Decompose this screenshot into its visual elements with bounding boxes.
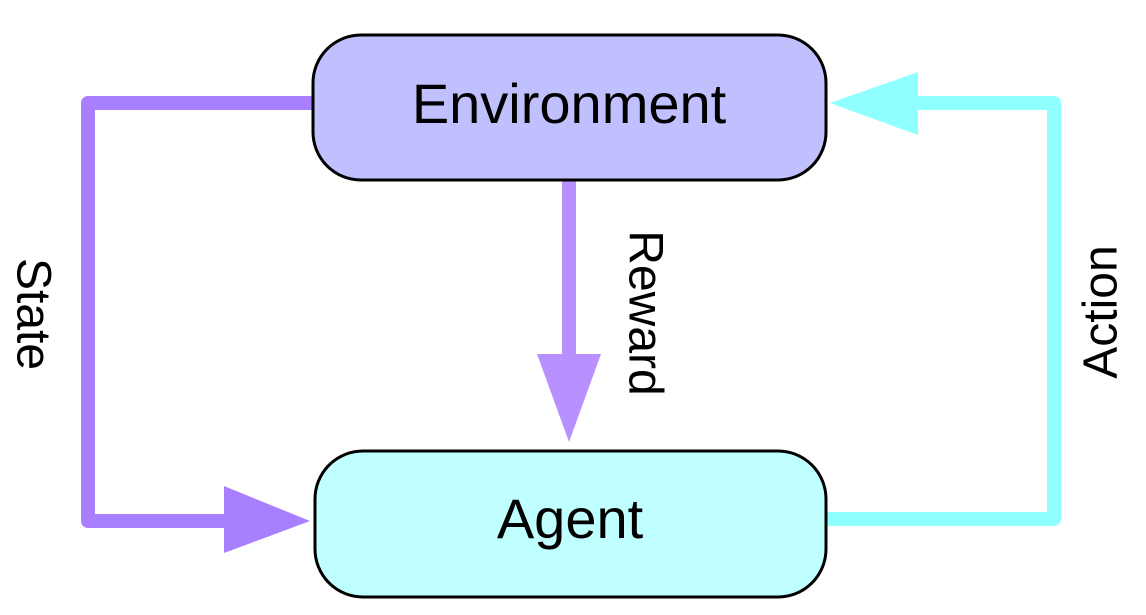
action-label: Action (1075, 245, 1128, 378)
agent-label: Agent (497, 487, 644, 550)
action-arrowhead (830, 72, 918, 135)
reward-edge: Reward (537, 173, 671, 442)
environment-node: Environment (311, 33, 828, 182)
state-label: State (6, 258, 59, 370)
agent-box (313, 449, 828, 599)
state-arrowhead (224, 486, 310, 553)
environment-box (311, 33, 828, 182)
reward-label: Reward (618, 230, 671, 395)
state-edge: State (6, 96, 323, 553)
agent-node: Agent (313, 449, 828, 599)
state-arrow-line (81, 96, 323, 528)
reward-arrowhead (537, 354, 601, 442)
action-edge: Action (817, 72, 1128, 526)
action-arrow-line (817, 96, 1061, 526)
environment-label: Environment (412, 72, 727, 135)
